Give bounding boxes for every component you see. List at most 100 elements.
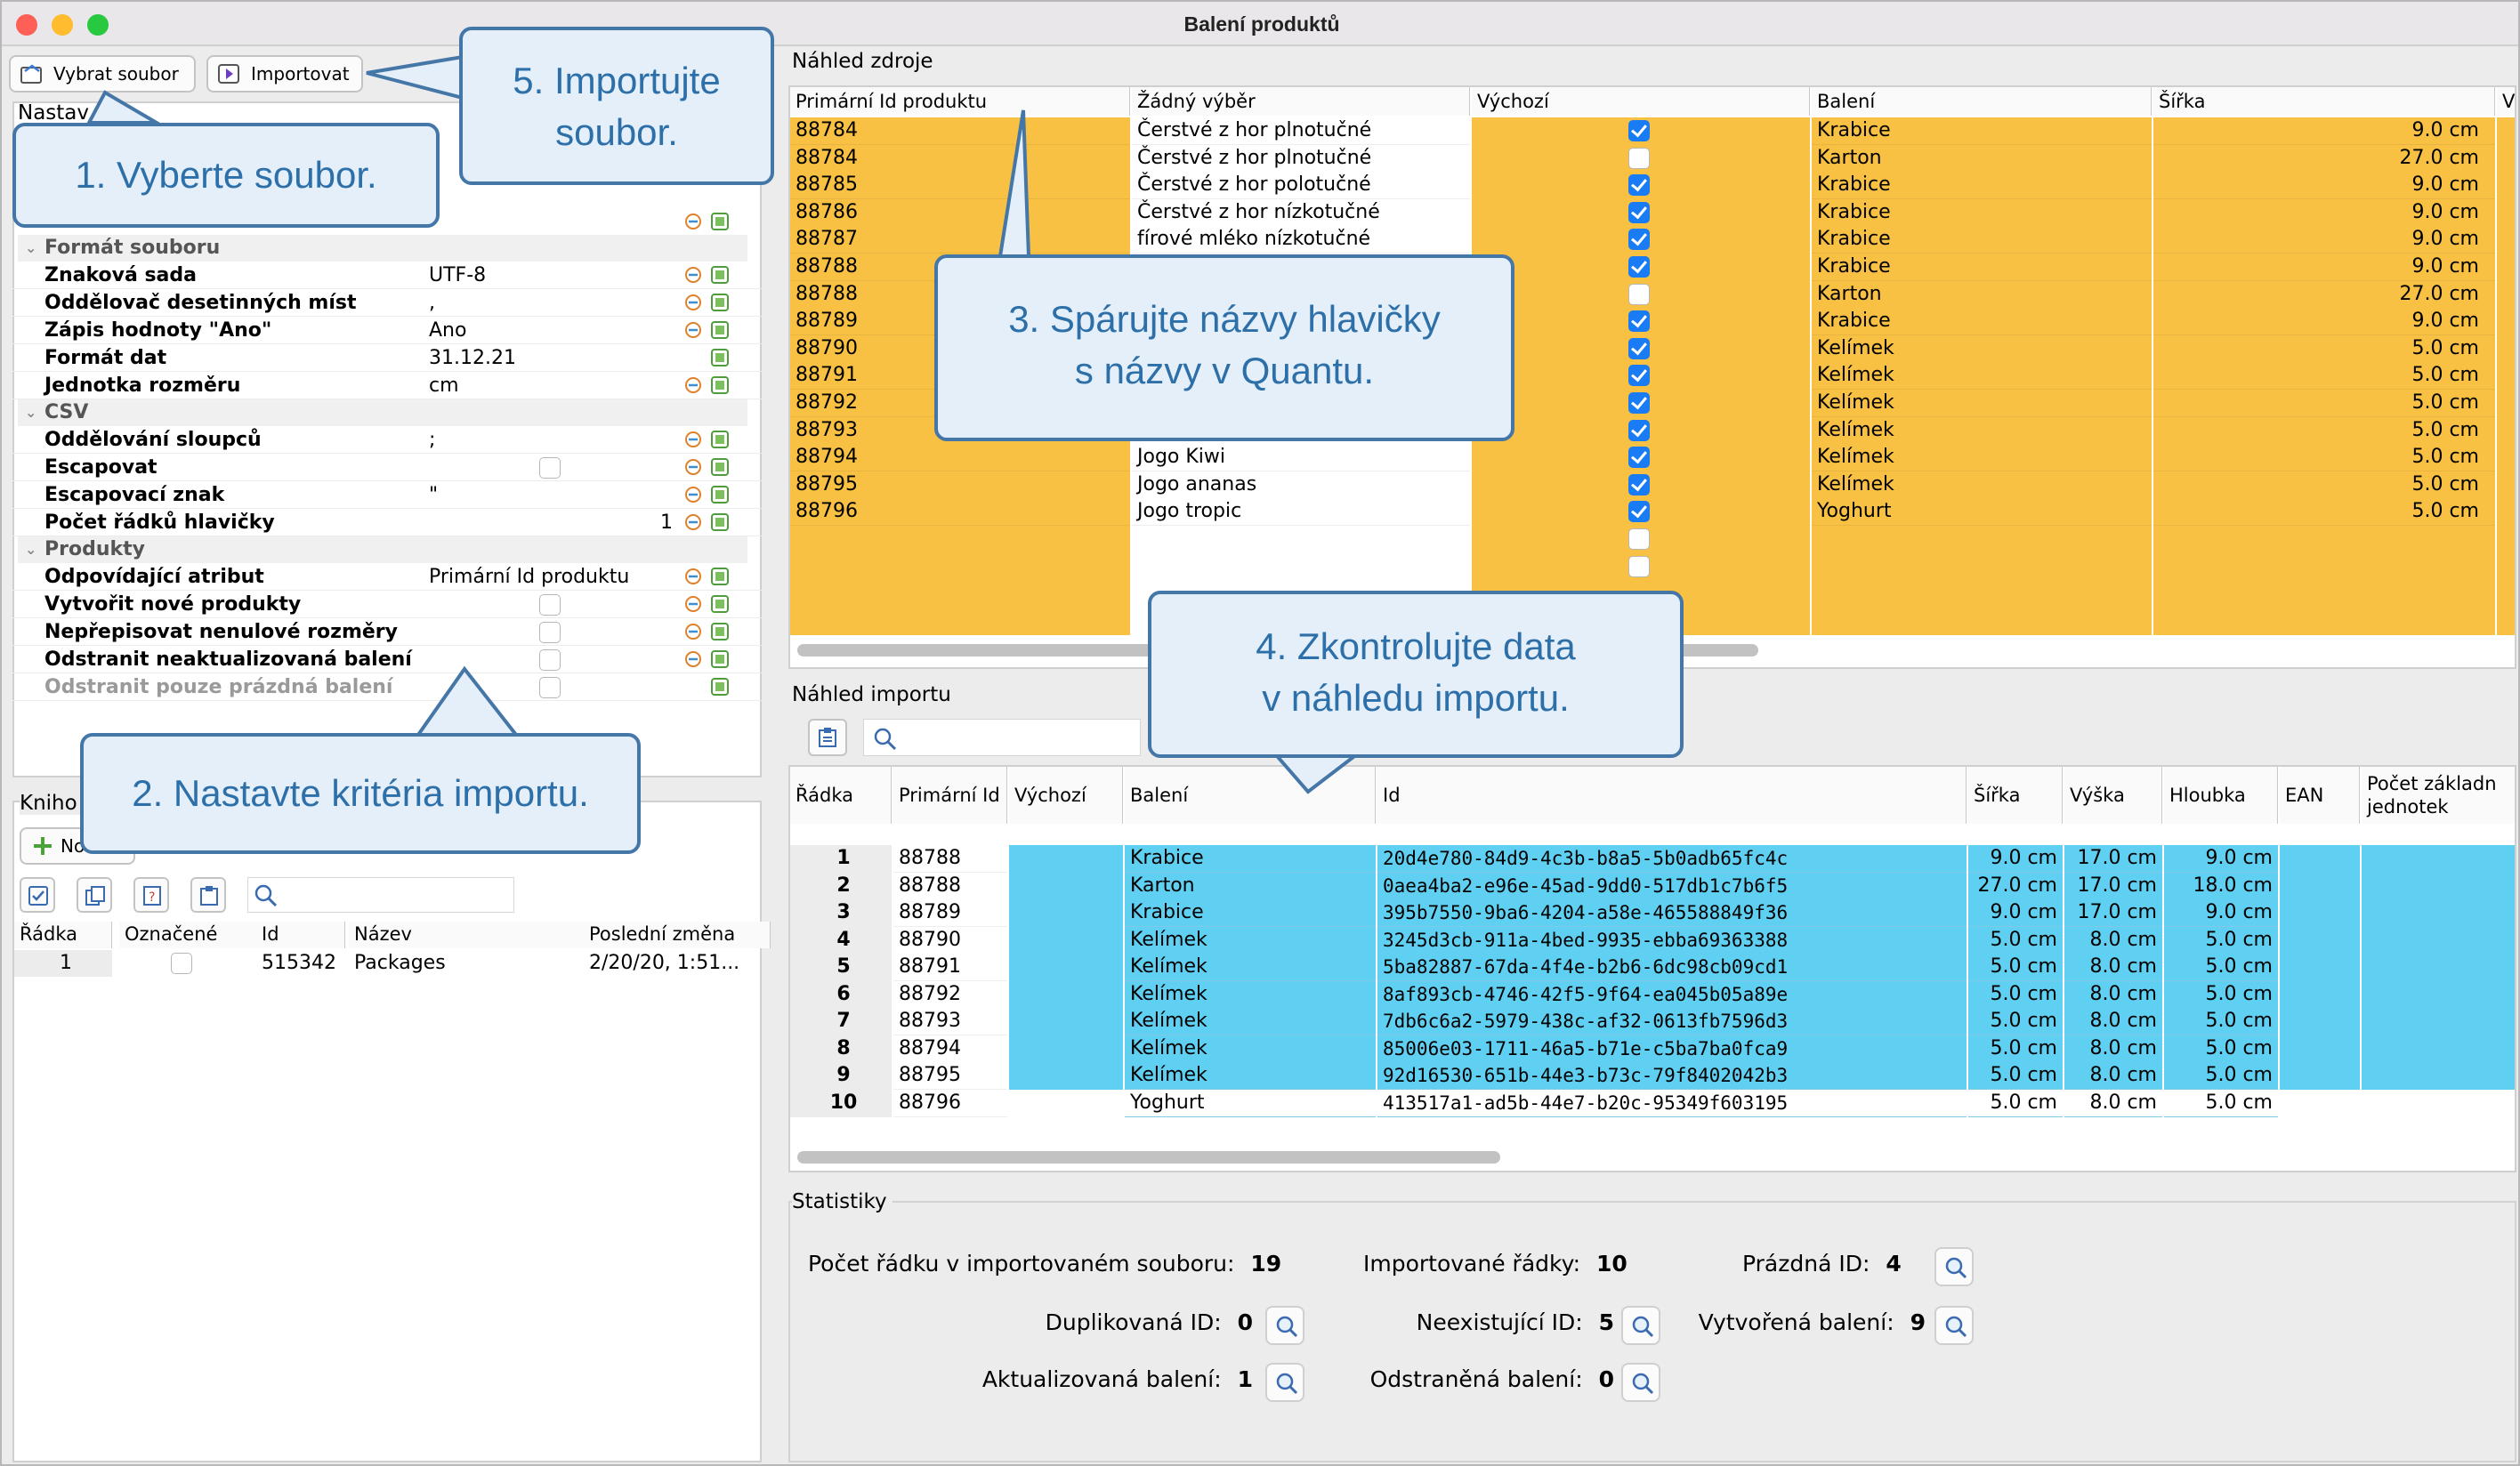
- import-column-header[interactable]: Řádka: [790, 767, 892, 824]
- import-row-default-cell[interactable]: [1009, 980, 1123, 1009]
- library-search-input[interactable]: [247, 877, 514, 913]
- source-column-header[interactable]: Výchozí: [1472, 87, 1810, 116]
- import-row-ean[interactable]: [2280, 1089, 2360, 1117]
- settings-save-icon[interactable]: [710, 594, 730, 614]
- settings-save-icon[interactable]: [710, 320, 730, 340]
- source-row-pack[interactable]: Kelímek: [1812, 362, 2152, 391]
- reset-value-icon[interactable]: [683, 265, 703, 285]
- library-column-header[interactable]: Řádka: [14, 922, 112, 948]
- import-column-header[interactable]: Výška: [2064, 767, 2162, 824]
- source-row-name[interactable]: Čerstvé z hor polotučné: [1132, 172, 1470, 200]
- source-empty-cell[interactable]: [790, 580, 1130, 608]
- import-row-pack[interactable]: Karton: [1125, 872, 1376, 900]
- import-row-ean[interactable]: [2280, 845, 2360, 873]
- library-column-header[interactable]: Poslední změna: [584, 922, 771, 948]
- source-row-id[interactable]: 88794: [790, 444, 1130, 472]
- source-row-default-checkbox[interactable]: [1628, 473, 1650, 495]
- source-column-header[interactable]: Primární Id produktu: [790, 87, 1130, 116]
- import-row-width[interactable]: 9.0 cm: [1968, 845, 2063, 873]
- import-row-height[interactable]: 8.0 cm: [2064, 1089, 2162, 1117]
- source-row-width[interactable]: 5.0 cm: [2153, 471, 2495, 499]
- source-row-default-checkbox[interactable]: [1628, 337, 1650, 359]
- source-row-overflow-cell[interactable]: [2497, 254, 2515, 281]
- settings-row[interactable]: Odstranit pouze prázdná balení: [2, 673, 767, 701]
- settings-checkbox[interactable]: [539, 594, 561, 616]
- reset-value-icon[interactable]: [683, 649, 703, 669]
- source-row-width[interactable]: 9.0 cm: [2153, 198, 2495, 227]
- source-empty-cell[interactable]: [1812, 607, 2152, 635]
- source-row-pack[interactable]: Kelímek: [1812, 471, 2152, 499]
- settings-row-value[interactable]: Ano: [429, 319, 467, 342]
- source-row-default-checkbox[interactable]: [1628, 120, 1650, 141]
- import-clipboard-button[interactable]: [808, 719, 847, 756]
- import-row-ean[interactable]: [2280, 899, 2360, 927]
- source-row-overflow-cell[interactable]: [2497, 117, 2515, 145]
- import-row-id[interactable]: 395b7550-9ba6-4204-a58e-465588849f36: [1377, 899, 1967, 927]
- source-row-default-checkbox[interactable]: [1628, 201, 1650, 223]
- import-row-default-cell[interactable]: [1009, 845, 1123, 873]
- import-row-depth[interactable]: 5.0 cm: [2164, 1008, 2278, 1035]
- settings-tab[interactable]: Nastav: [18, 101, 90, 125]
- source-row-pack[interactable]: Krabice: [1812, 226, 2152, 254]
- source-empty-checkbox[interactable]: [1628, 528, 1650, 550]
- import-column-header[interactable]: Šířka: [1968, 767, 2063, 824]
- source-row-pack[interactable]: Krabice: [1812, 308, 2152, 336]
- import-row-id[interactable]: 92d16530-651b-44e3-b73c-79f8402042b3: [1377, 1062, 1967, 1090]
- source-row-pack[interactable]: Krabice: [1812, 117, 2152, 145]
- import-horizontal-scrollbar[interactable]: [797, 1151, 1500, 1164]
- source-row-overflow-cell[interactable]: [2497, 362, 2515, 391]
- import-row-default-cell[interactable]: [1009, 1035, 1123, 1063]
- source-column-header[interactable]: V: [2497, 87, 2515, 116]
- settings-row[interactable]: Zápis hodnoty "Ano"Ano: [2, 317, 767, 344]
- source-row-pack[interactable]: Karton: [1812, 144, 2152, 173]
- settings-row[interactable]: Escapovat: [2, 454, 767, 481]
- source-row-name[interactable]: fírové mléko nízkotučné: [1132, 226, 1470, 254]
- source-row-name[interactable]: Jogo Kiwi: [1132, 444, 1470, 472]
- source-row-width[interactable]: 5.0 cm: [2153, 498, 2495, 527]
- settings-save-icon[interactable]: [710, 293, 730, 312]
- settings-row[interactable]: Odstranit neaktualizovaná balení: [2, 646, 767, 673]
- import-row-number[interactable]: 3: [790, 899, 892, 927]
- import-row-product-id[interactable]: 88794: [893, 1035, 1007, 1063]
- import-row-number[interactable]: 9: [790, 1062, 892, 1090]
- source-column-header[interactable]: Balení: [1812, 87, 2152, 116]
- import-row-pack[interactable]: Yoghurt: [1125, 1089, 1376, 1117]
- reset-value-icon[interactable]: [683, 622, 703, 641]
- import-row-units[interactable]: [2362, 1089, 2515, 1117]
- source-empty-cell[interactable]: [790, 526, 1130, 553]
- settings-row-value[interactable]: 31.12.21: [429, 347, 516, 369]
- zoom-window-button[interactable]: [87, 14, 109, 36]
- statistic-detail-button[interactable]: [1934, 1247, 1974, 1286]
- source-row-width[interactable]: 27.0 cm: [2153, 280, 2495, 309]
- import-row-product-id[interactable]: 88795: [893, 1062, 1007, 1090]
- settings-row-value[interactable]: ": [429, 484, 439, 506]
- import-row-units[interactable]: [2362, 1035, 2515, 1063]
- import-row-id[interactable]: 20d4e780-84d9-4c3b-b8a5-5b0adb65fc4c: [1377, 845, 1967, 873]
- reset-value-icon[interactable]: [683, 430, 703, 449]
- source-row-default-checkbox[interactable]: [1628, 229, 1650, 251]
- source-row-pack[interactable]: Karton: [1812, 280, 2152, 309]
- import-row-ean[interactable]: [2280, 872, 2360, 900]
- import-row-product-id[interactable]: 88796: [893, 1089, 1007, 1117]
- import-row-width[interactable]: 5.0 cm: [1968, 1008, 2063, 1035]
- import-row-id[interactable]: 8af893cb-4746-42f5-9f64-ea045b05a89e: [1377, 980, 1967, 1009]
- source-row-overflow-cell[interactable]: [2497, 498, 2515, 527]
- import-row-units[interactable]: [2362, 845, 2515, 873]
- source-row-default-checkbox[interactable]: [1628, 419, 1650, 441]
- source-empty-cell[interactable]: [2153, 552, 2495, 581]
- source-row-name[interactable]: Jogo ananas: [1132, 471, 1470, 499]
- source-empty-cell[interactable]: [2497, 526, 2515, 553]
- import-row-width[interactable]: 5.0 cm: [1968, 1035, 2063, 1063]
- settings-save-icon[interactable]: [710, 457, 730, 477]
- source-empty-cell[interactable]: [2497, 552, 2515, 581]
- source-row-width[interactable]: 5.0 cm: [2153, 334, 2495, 363]
- import-row-product-id[interactable]: 88789: [893, 899, 1007, 927]
- import-row-height[interactable]: 17.0 cm: [2064, 845, 2162, 873]
- source-row-pack[interactable]: Kelímek: [1812, 390, 2152, 417]
- source-row-width[interactable]: 9.0 cm: [2153, 172, 2495, 200]
- source-row-pack[interactable]: Kelímek: [1812, 334, 2152, 363]
